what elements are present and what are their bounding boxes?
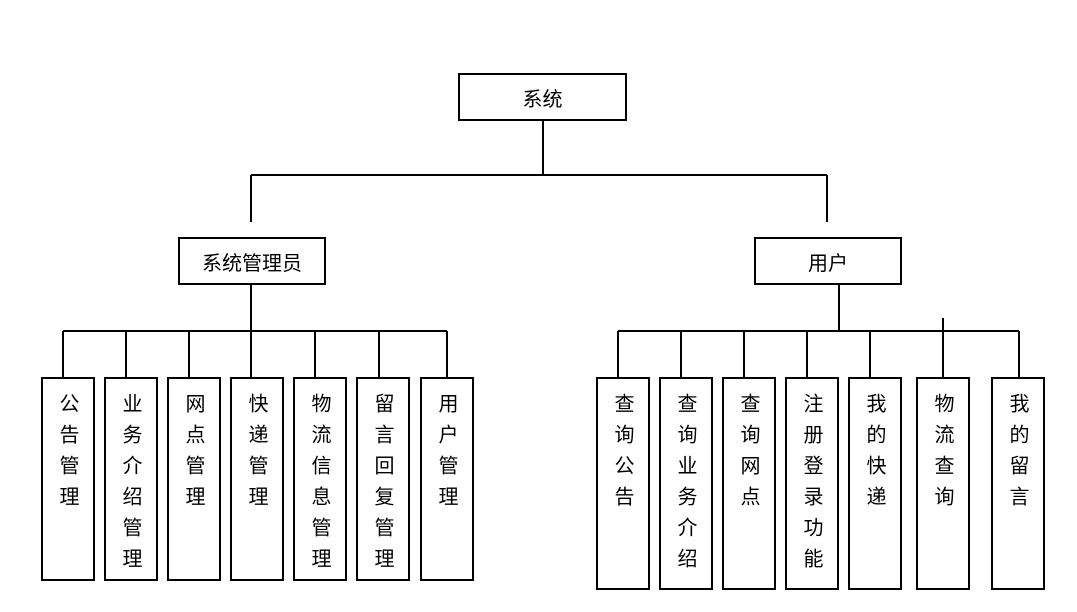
admin-child-node: 用户管理 [420, 377, 474, 581]
admin-child-label: 用户管理 [435, 393, 459, 517]
user-child-label: 查询公告 [611, 393, 635, 517]
admin-child-node: 业务介绍管理 [104, 377, 158, 581]
admin-label: 系统管理员 [202, 250, 302, 275]
root-node: 系统 [458, 73, 627, 121]
user-child-node: 查询网点 [722, 377, 776, 590]
admin-child-label: 留言回复管理 [371, 393, 395, 579]
admin-child-node: 网点管理 [167, 377, 221, 581]
admin-child-label: 业务介绍管理 [119, 393, 143, 579]
user-child-node: 我的留言 [991, 377, 1045, 590]
admin-child-node: 留言回复管理 [356, 377, 410, 581]
admin-child-node: 快递管理 [230, 377, 284, 581]
user-child-label: 查询业务介绍 [674, 393, 698, 579]
user-child-label: 我的留言 [1006, 393, 1030, 517]
admin-child-label: 快递管理 [245, 393, 269, 517]
user-child-node: 查询公告 [596, 377, 650, 590]
user-label: 用户 [808, 250, 848, 275]
user-child-node: 注册登录功能 [785, 377, 839, 590]
admin-node: 系统管理员 [178, 237, 326, 285]
root-label: 系统 [522, 86, 563, 111]
user-child-node: 物流查询 [916, 377, 970, 590]
user-child-label: 注册登录功能 [800, 393, 824, 579]
user-node: 用户 [754, 237, 902, 285]
user-child-label: 我的快递 [863, 393, 887, 517]
user-child-label: 查询网点 [737, 393, 761, 517]
admin-child-label: 物流信息管理 [308, 393, 332, 579]
admin-child-label: 公告管理 [56, 393, 80, 517]
user-child-label: 物流查询 [931, 393, 955, 517]
admin-child-label: 网点管理 [182, 393, 206, 517]
admin-child-node: 物流信息管理 [293, 377, 347, 581]
user-child-node: 查询业务介绍 [659, 377, 713, 590]
user-child-node: 我的快递 [848, 377, 902, 590]
admin-child-node: 公告管理 [41, 377, 95, 581]
